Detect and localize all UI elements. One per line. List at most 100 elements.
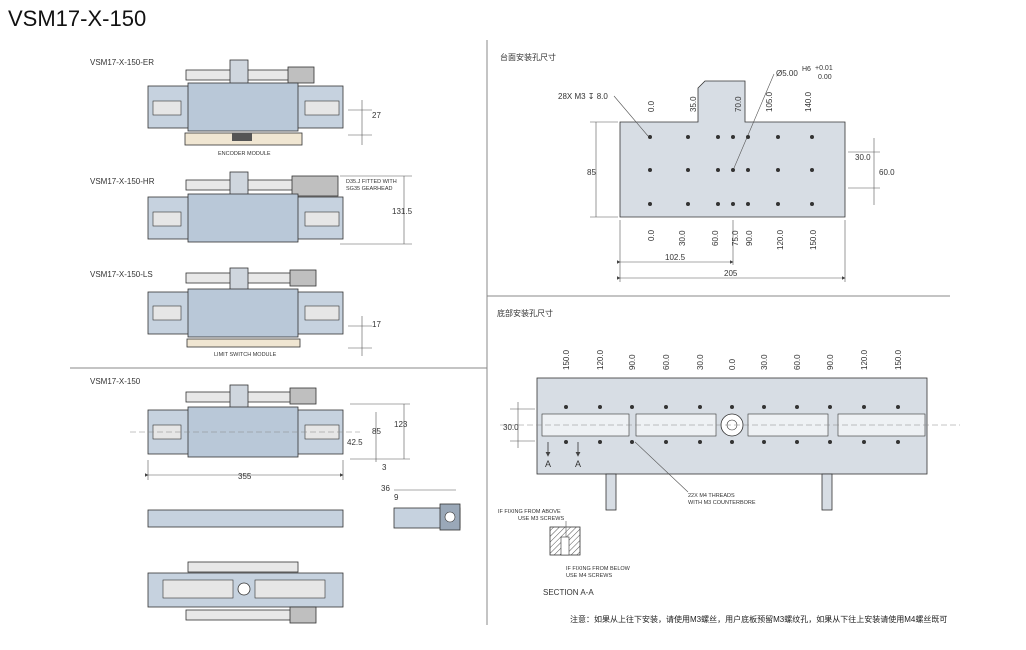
bottom-mount-x-label: 60.0 xyxy=(662,354,671,370)
tol-upper: +0.01 xyxy=(815,65,833,72)
view-hr: VSM17-X-150-HR D35.J FITTED WITH SG35 GE… xyxy=(90,171,413,245)
mount-hole xyxy=(762,440,766,444)
dim-ls: 17 xyxy=(372,320,381,329)
view-ls: VSM17-X-150-LS LIMIT SWITCH MODULE 17 xyxy=(90,267,381,358)
top-mount-title: 台面安装孔尺寸 xyxy=(500,52,556,62)
mount-hole xyxy=(698,405,702,409)
bottom-mount-x-label: 30.0 xyxy=(760,354,769,370)
dim-123: 123 xyxy=(394,420,408,429)
holes-callout: 28X M3 ↧ 8.0 xyxy=(558,92,608,101)
bottom-x-labels: 0.0 30.0 60.0 75.0 90.0 120.0 150.0 xyxy=(647,229,818,250)
mount-hole xyxy=(716,168,720,172)
top-x-label: 105.0 xyxy=(765,91,774,112)
top-x-label: 140.0 xyxy=(804,91,813,112)
view-base: VSM17-X-150 355 123 85 42.5 3 xyxy=(90,377,410,481)
mount-hole xyxy=(630,405,634,409)
mount-hole xyxy=(810,202,814,206)
limit-switch-label: LIMIT SWITCH MODULE xyxy=(214,352,277,358)
mount-hole xyxy=(630,440,634,444)
fix-below-line1: IF FIXING FROM BELOW xyxy=(566,566,631,572)
mount-hole xyxy=(698,440,702,444)
section-label: SECTION A-A xyxy=(543,588,594,597)
mount-hole xyxy=(716,135,720,139)
mount-hole xyxy=(686,135,690,139)
tol-label: H6 xyxy=(802,66,811,73)
mount-hole xyxy=(810,135,814,139)
page-title: VSM17-X-150 xyxy=(8,6,147,31)
mount-hole xyxy=(810,168,814,172)
thread-callout-line1: 22X M4 THREADS xyxy=(688,493,735,499)
tol-lower: 0.00 xyxy=(818,74,832,81)
pin-callout: Ø5.00 xyxy=(776,69,798,78)
bottom-mount-x-label: 90.0 xyxy=(826,354,835,370)
top-x-label: 35.0 xyxy=(689,96,698,112)
bottom-x-label: 90.0 xyxy=(745,230,754,246)
mount-hole xyxy=(664,440,668,444)
bottom-x-label: 30.0 xyxy=(678,230,687,246)
mount-hole xyxy=(746,135,750,139)
bottom-x-label: 60.0 xyxy=(711,230,720,246)
mount-hole xyxy=(598,440,602,444)
mount-hole xyxy=(776,135,780,139)
bottom-mount-x-label: 90.0 xyxy=(628,354,637,370)
dim-hr: 131.5 xyxy=(392,207,413,216)
bottom-mount-x-label: 0.0 xyxy=(728,358,737,370)
gearhead-callout-line2: SG35 GEARHEAD xyxy=(346,186,392,192)
fix-above-line1: IF FIXING FROM ABOVE xyxy=(498,509,561,515)
bottom-mount-x-label: 120.0 xyxy=(596,349,605,370)
mount-hole xyxy=(598,405,602,409)
fix-above-line2: USE M3 SCREWS xyxy=(518,516,564,522)
mount-hole xyxy=(746,168,750,172)
installation-note: 注意：如果从上往下安装，请使用M3螺丝，用户底板预留M3螺纹孔，如果从下往上安装… xyxy=(570,615,948,624)
view-base-label: VSM17-X-150 xyxy=(90,377,141,386)
mount-hole xyxy=(686,168,690,172)
bottom-mount-holes xyxy=(564,405,900,444)
top-mount-holes xyxy=(648,135,814,206)
mount-hole xyxy=(564,440,568,444)
section-marker-a: A xyxy=(575,459,581,469)
dim-205: 205 xyxy=(724,269,738,278)
dim-355: 355 xyxy=(238,472,252,481)
mount-hole xyxy=(862,440,866,444)
mount-hole xyxy=(862,405,866,409)
mount-hole xyxy=(730,440,734,444)
dim-85: 85 xyxy=(372,427,381,436)
bottom-view xyxy=(147,561,344,624)
top-x-label: 70.0 xyxy=(734,96,743,112)
top-x-labels: 0.0 35.0 70.0 105.0 140.0 xyxy=(647,91,813,112)
dim-36: 36 xyxy=(381,484,390,493)
fix-below-line2: USE M4 SCREWS xyxy=(566,573,612,579)
view-ls-label: VSM17-X-150-LS xyxy=(90,270,153,279)
mount-hole xyxy=(795,405,799,409)
mount-hole xyxy=(746,202,750,206)
mount-hole xyxy=(828,405,832,409)
dim-85-top: 85 xyxy=(587,168,596,177)
mount-hole xyxy=(731,202,735,206)
dim-er: 27 xyxy=(372,111,381,120)
dim-42-5: 42.5 xyxy=(347,438,363,447)
mount-hole xyxy=(776,168,780,172)
mount-hole xyxy=(664,405,668,409)
section-marker-a: A xyxy=(545,459,551,469)
dim-60-right: 60.0 xyxy=(879,168,895,177)
bottom-mount-title: 底部安装孔尺寸 xyxy=(497,308,553,318)
mount-hole xyxy=(896,440,900,444)
dim-30-bottom: 30.0 xyxy=(503,423,519,432)
dim-9: 9 xyxy=(394,493,399,502)
top-x-label: 0.0 xyxy=(647,100,656,112)
mount-hole xyxy=(896,405,900,409)
mount-hole xyxy=(762,405,766,409)
view-er: VSM17-X-150-ER ENCODER MODULE 27 xyxy=(90,58,381,157)
side-view: 36 9 xyxy=(147,484,461,531)
bottom-mount-x-label: 150.0 xyxy=(562,349,571,370)
dim-3: 3 xyxy=(382,463,387,472)
mount-hole xyxy=(795,440,799,444)
mount-hole xyxy=(648,202,652,206)
view-er-label: VSM17-X-150-ER xyxy=(90,58,154,67)
mount-hole xyxy=(731,135,735,139)
mount-hole xyxy=(776,202,780,206)
mount-hole xyxy=(648,168,652,172)
